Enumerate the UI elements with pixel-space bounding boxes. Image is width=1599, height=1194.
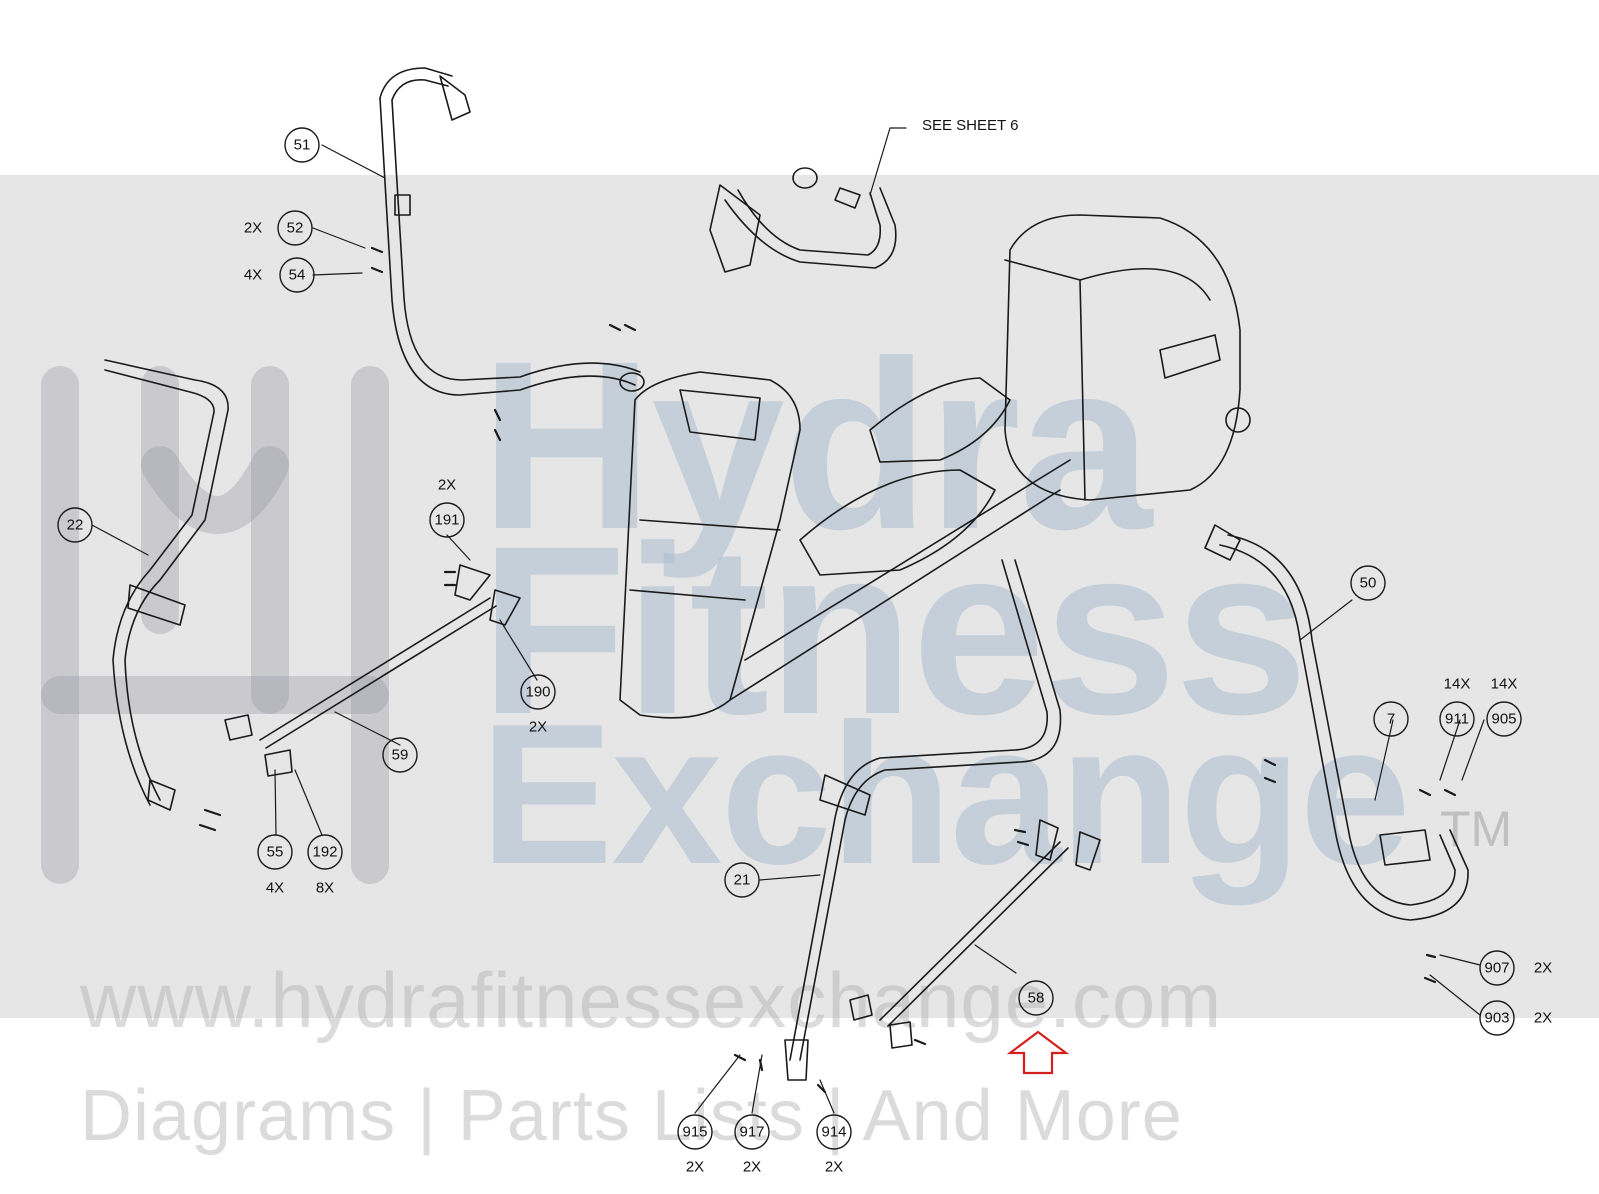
callout-number: 55 — [267, 844, 284, 861]
callout-balloon — [57, 507, 93, 543]
callout-192: 192 8X — [307, 834, 343, 897]
callout-number: 21 — [734, 872, 751, 889]
callout-number: 191 — [434, 512, 459, 529]
callout-balloon — [1350, 565, 1386, 601]
callout-51: 51 — [284, 127, 320, 163]
callout-917: 917 2X — [734, 1114, 770, 1176]
callout-balloon — [429, 502, 465, 538]
callout-quantity: 2X — [1534, 1010, 1552, 1027]
callout-quantity: 2X — [825, 1159, 843, 1176]
callout-balloon — [284, 127, 320, 163]
callout-number: 59 — [392, 747, 409, 764]
callout-balloon — [677, 1114, 713, 1150]
callout-59: 59 — [382, 737, 418, 773]
callout-quantity: 14X — [1444, 676, 1471, 693]
callout-number: 7 — [1387, 711, 1395, 728]
callout-number: 54 — [289, 267, 306, 284]
callout-50: 50 — [1350, 565, 1386, 601]
right-rear-arm-part — [1204, 524, 1469, 921]
callout-7: 7 — [1373, 701, 1409, 737]
callout-number: 50 — [1360, 575, 1377, 592]
callout-number: 22 — [67, 517, 84, 534]
left-link-arm-part — [224, 564, 521, 777]
callout-balloon — [307, 834, 343, 870]
callout-balloon — [1479, 950, 1515, 986]
callout-balloon — [520, 674, 556, 710]
callout-quantity: 14X — [1491, 676, 1518, 693]
watermark-word-1: Hydra — [480, 311, 1152, 579]
left-lower-arm-part — [104, 359, 229, 811]
callout-54: 54 4X — [244, 257, 315, 293]
callout-number: 192 — [312, 844, 337, 861]
watermark-tagline: Diagrams | Parts Lists | And More — [80, 1076, 1183, 1156]
callout-number: 911 — [1445, 711, 1469, 728]
callout-22: 22 — [57, 507, 93, 543]
callout-balloon — [257, 834, 293, 870]
callout-balloon — [1486, 701, 1522, 737]
see-sheet-note: SEE SHEET 6 — [922, 117, 1018, 134]
callout-914: 914 2X — [816, 1114, 852, 1176]
callout-number: 907 — [1484, 960, 1509, 977]
callout-quantity: 2X — [244, 220, 262, 237]
callout-number: 190 — [525, 684, 550, 701]
callout-balloon — [279, 257, 315, 293]
callout-191: 191 2X — [429, 477, 465, 538]
callout-quantity: 2X — [1534, 960, 1552, 977]
callout-quantity: 4X — [244, 267, 262, 284]
callout-number: 905 — [1491, 711, 1516, 728]
callout-number: 58 — [1028, 990, 1045, 1007]
callout-number: 52 — [287, 220, 304, 237]
callout-balloon — [277, 210, 313, 246]
right-lower-arm-part — [784, 559, 1062, 1081]
callout-balloon — [1479, 1000, 1515, 1036]
callout-number: 903 — [1484, 1010, 1509, 1027]
watermark-logo-icon — [41, 366, 389, 884]
highlight-arrow-icon — [1006, 1030, 1070, 1075]
upper-handlebar-part — [379, 67, 645, 396]
callout-number: 51 — [294, 137, 311, 154]
elliptical-frame-part — [619, 214, 1251, 719]
callout-907: 907 2X — [1479, 950, 1552, 986]
callout-number: 914 — [821, 1124, 846, 1141]
callout-190: 190 2X — [520, 674, 556, 736]
callout-quantity: 2X — [686, 1159, 704, 1176]
callout-quantity: 2X — [743, 1159, 761, 1176]
watermark-url: www.hydrafitnessexchange.com — [80, 956, 1223, 1044]
callout-911: 911 14X — [1439, 676, 1475, 737]
watermark-band: Hydra Fitness Exchange TM www.hydrafitne… — [0, 175, 1599, 1156]
callout-balloon — [382, 737, 418, 773]
callout-903: 903 2X — [1479, 1000, 1552, 1036]
callout-balloon — [1018, 980, 1054, 1016]
leader-lines — [91, 127, 1485, 1114]
callout-balloon — [1373, 701, 1409, 737]
callout-balloon — [816, 1114, 852, 1150]
fastener-marks — [198, 246, 1457, 1094]
callout-balloon — [734, 1114, 770, 1150]
watermark-trademark: TM — [1440, 801, 1513, 857]
watermark-word-2: Fitness — [480, 496, 1308, 764]
callout-21: 21 — [724, 862, 760, 898]
upper-right-handlebar-part — [709, 167, 897, 273]
part-callouts: 51 52 2X 54 4X 22 191 2X 190 2X 59 55 4X 192 8X 21 58 915… — [57, 127, 1552, 1176]
watermark-word-3: Exchange — [480, 683, 1411, 906]
callout-quantity: 2X — [438, 477, 456, 494]
callout-quantity: 4X — [266, 880, 284, 897]
callout-quantity: 2X — [529, 719, 547, 736]
callout-number: 915 — [682, 1124, 707, 1141]
callout-balloon — [724, 862, 760, 898]
callout-number: 917 — [739, 1124, 764, 1141]
callout-58: 58 — [1018, 980, 1054, 1016]
callout-balloon — [1439, 701, 1475, 737]
right-link-arm-part — [849, 819, 1101, 1049]
callout-52: 52 2X — [244, 210, 313, 246]
callout-905: 905 14X — [1486, 676, 1522, 737]
callout-915: 915 2X — [677, 1114, 713, 1176]
callout-quantity: 8X — [316, 880, 334, 897]
callout-55: 55 4X — [257, 834, 293, 897]
